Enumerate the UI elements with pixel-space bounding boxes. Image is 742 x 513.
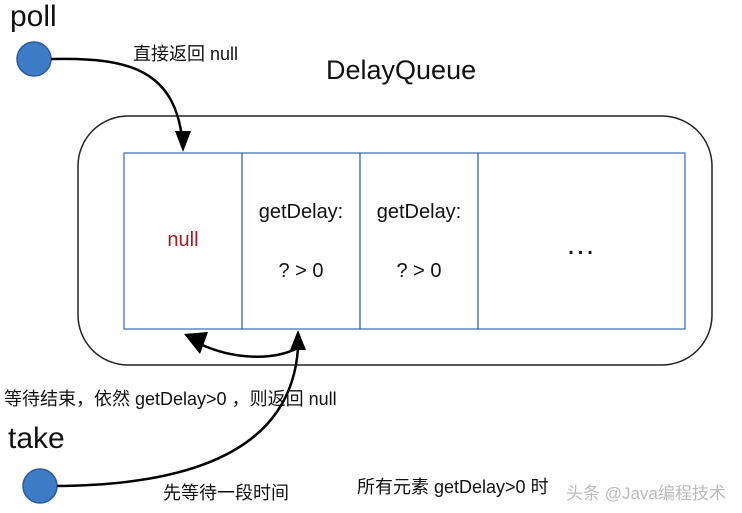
return-arrowhead (184, 332, 208, 354)
poll-label: poll (10, 0, 57, 33)
cell-3-line2: ? > 0 (396, 260, 442, 282)
poll-arrow (50, 57, 185, 149)
queue-title: DelayQueue (326, 55, 477, 85)
return-arrow (199, 342, 299, 358)
queue-container (77, 115, 713, 366)
cell-3-line1: getDelay: (376, 201, 462, 223)
queue-cell-more (477, 152, 686, 330)
wait-end-annotation: 等待结束，依然 getDelay>0 ，则返回 null (4, 389, 337, 409)
poll-annotation: 直接返回 null (133, 44, 239, 64)
cell-more-ellipsis: … (565, 228, 598, 261)
cell-1-value: null (167, 229, 199, 251)
take-label: take (8, 422, 65, 455)
watermark: 头条 @Java编程技术 (566, 484, 726, 503)
cell-2-line2: ? > 0 (278, 260, 324, 282)
wait-annotation: 先等待一段时间 (163, 483, 289, 503)
take-arrowhead (290, 330, 306, 350)
footer-note: 所有元素 getDelay>0 时 (357, 477, 549, 497)
cell-2-line1: getDelay: (258, 201, 344, 223)
take-arrow (56, 347, 300, 488)
poll-node (16, 41, 52, 77)
take-node (22, 468, 58, 504)
poll-arrowhead (175, 131, 191, 152)
